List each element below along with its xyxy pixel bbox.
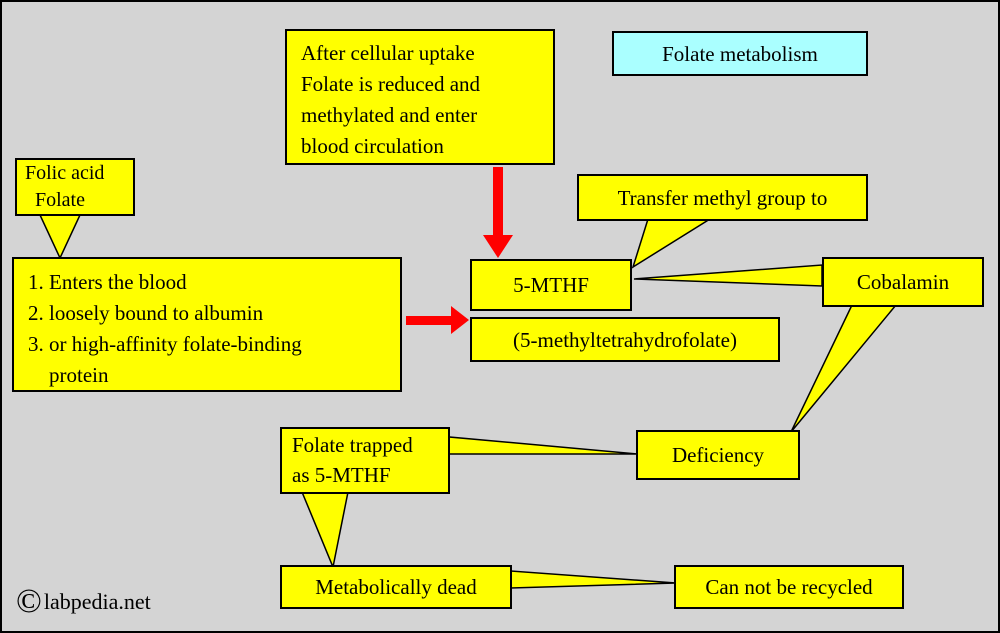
- red-arrow-down: [483, 167, 513, 258]
- folate-trapped-callout-tail: [300, 491, 349, 570]
- cobalamin-box: Cobalamin: [822, 257, 984, 307]
- metabolically-dead-box: Metabolically dead: [280, 565, 512, 609]
- copyright: © labpedia.net: [16, 585, 151, 619]
- folate-trapped-to-deficiency-connector: [448, 436, 639, 455]
- dead-to-recycled-connector: [510, 570, 677, 589]
- mthf-full-name-box: (5-methyltetrahydrofolate): [470, 317, 780, 362]
- red-arrow-right: [406, 306, 469, 334]
- blood-list-box: 1. Enters the blood 2. loosely bound to …: [12, 257, 402, 392]
- after-uptake-box: After cellular uptake Folate is reduced …: [285, 29, 555, 165]
- cobalamin-to-deficiency-tail: [790, 304, 898, 433]
- title-box: Folate metabolism: [612, 31, 868, 76]
- folic-acid-box: Folic acid Folate: [15, 158, 135, 216]
- deficiency-box: Deficiency: [636, 430, 800, 480]
- cobalamin-to-mthf-connector: [633, 264, 823, 287]
- folate-trapped-box: Folate trapped as 5-MTHF: [280, 427, 450, 494]
- transfer-methyl-box: Transfer methyl group to: [577, 174, 868, 221]
- mthf-box: 5-MTHF: [470, 259, 632, 311]
- transfer-callout-tail: [631, 218, 713, 269]
- folic-acid-callout-tail: [38, 214, 82, 260]
- copyright-site: labpedia.net: [43, 589, 151, 614]
- copyright-symbol: ©: [16, 583, 42, 620]
- cannot-be-recycled-box: Can not be recycled: [674, 565, 904, 609]
